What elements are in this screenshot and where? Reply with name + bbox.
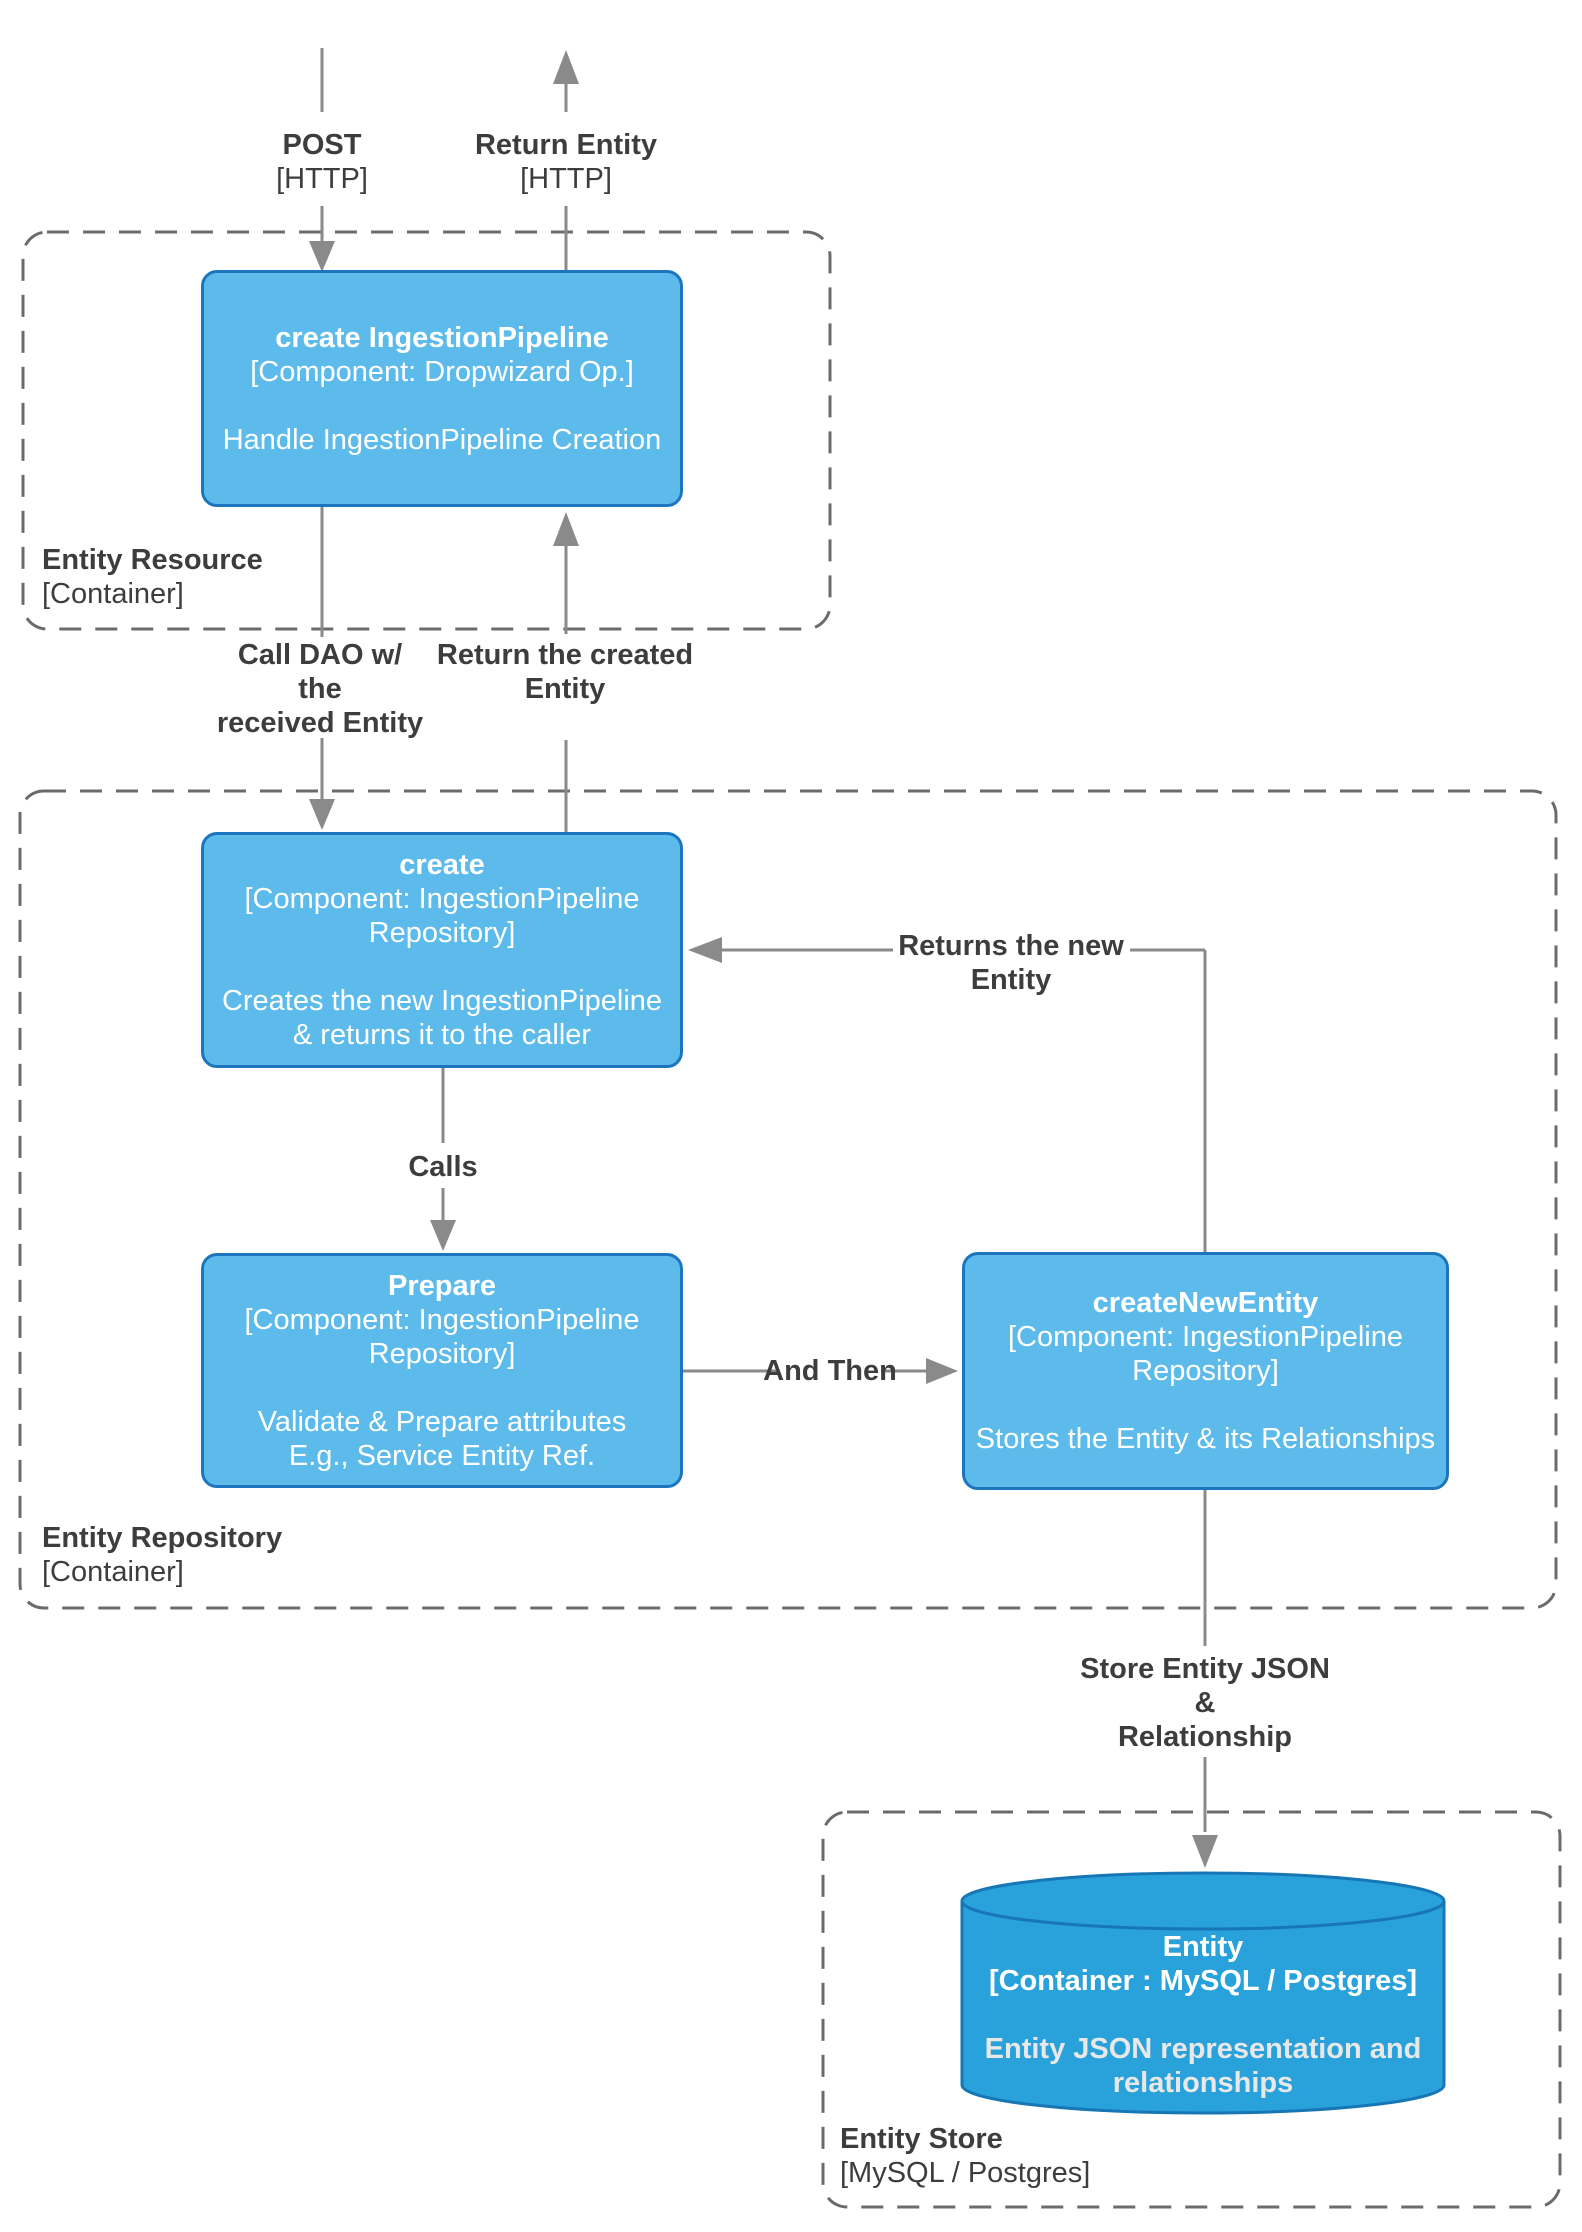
node-component: Repository] xyxy=(368,1337,516,1370)
db-description: Entity JSON representation and xyxy=(984,2033,1422,2065)
edge-label-calls: Calls xyxy=(408,1150,477,1184)
edge-return-entity-arrow xyxy=(553,50,579,270)
edge-calls-arrow xyxy=(430,1068,456,1251)
edge-post-arrow xyxy=(309,48,335,272)
db-container-type: [Container : MySQL / Postgres] xyxy=(988,1965,1418,1997)
edge-label-line: Relationship xyxy=(1117,1721,1292,1753)
db-description: relationships xyxy=(1112,2067,1294,2099)
container-title: Entity Resource xyxy=(42,544,263,576)
edge-label-call-dao: Call DAO w/ the received Entity xyxy=(217,638,423,740)
node-description: Handle IngestionPipeline Creation xyxy=(222,423,662,456)
edge-label-line: Store Entity JSON xyxy=(1080,1653,1330,1685)
entity-resource-container-label: Entity Resource [Container] xyxy=(42,543,263,611)
edge-label-returns-new: Returns the new Entity xyxy=(898,929,1124,997)
entity-repository-container-label: Entity Repository [Container] xyxy=(42,1521,282,1589)
edge-label-line: & xyxy=(1194,1687,1216,1719)
entity-database-cylinder xyxy=(960,1871,1446,2115)
edge-label-store-json: Store Entity JSON & Relationship xyxy=(1080,1652,1330,1754)
node-title: create xyxy=(399,849,485,881)
container-title: Entity Repository xyxy=(42,1522,283,1554)
node-component: Repository] xyxy=(368,917,516,949)
entity-database-text: Entity [Container : MySQL / Postgres] En… xyxy=(962,1915,1444,2115)
entity-store-container-label: Entity Store [MySQL / Postgres] xyxy=(840,2122,1090,2190)
edge-label-line: received Entity xyxy=(216,707,424,739)
node-description: Validate & Prepare attributes xyxy=(257,1405,627,1438)
db-title: Entity xyxy=(1162,1931,1244,1963)
edge-label-line: the xyxy=(298,673,342,705)
node-create-new-entity: createNewEntity [Component: IngestionPip… xyxy=(962,1252,1449,1490)
node-title: create IngestionPipeline xyxy=(275,321,609,354)
edge-label-line: Entity xyxy=(970,964,1052,996)
entity-repository-container-border xyxy=(18,789,1558,1610)
entity-resource-container-border xyxy=(21,230,832,631)
node-component: [Component: IngestionPipeline xyxy=(244,1303,640,1336)
edge-and-then-arrow xyxy=(683,1358,958,1384)
edge-returns-new-arrow xyxy=(688,937,1207,1252)
node-create-ingestion-pipeline: create IngestionPipeline [Component: Dro… xyxy=(201,270,683,507)
edge-label-line: And Then xyxy=(763,1355,897,1387)
container-title: Entity Store xyxy=(840,2123,1003,2155)
edge-label-return-entity: Return Entity [HTTP] xyxy=(475,128,657,196)
node-description: Creates the new IngestionPipeline xyxy=(221,985,663,1017)
edge-label-line: Call DAO w/ xyxy=(237,639,403,671)
node-component: Repository] xyxy=(1132,1355,1279,1387)
node-component: [Component: IngestionPipeline xyxy=(1008,1321,1403,1353)
container-type: [Container] xyxy=(42,1556,184,1588)
edge-label-line: Returns the new xyxy=(898,930,1124,962)
node-create: create [Component: IngestionPipeline Rep… xyxy=(201,832,683,1068)
edge-label-line: Return the created xyxy=(436,639,694,671)
edge-label-line: POST xyxy=(282,129,362,161)
edge-label-return-created: Return the created Entity xyxy=(437,638,693,706)
edge-label-and-then: And Then xyxy=(763,1354,897,1388)
container-type: [Container] xyxy=(42,578,184,610)
container-type: [MySQL / Postgres] xyxy=(840,2157,1091,2189)
node-description: Stores the Entity & its Relationships xyxy=(975,1423,1436,1455)
entity-store-container-border xyxy=(821,1810,1562,2209)
edge-return-created-arrow xyxy=(553,512,579,832)
node-prepare: Prepare [Component: IngestionPipeline Re… xyxy=(201,1253,683,1488)
node-component: [Component: Dropwizard Op.] xyxy=(250,355,634,388)
edge-call-dao-arrow xyxy=(309,507,335,830)
node-title: Prepare xyxy=(387,1269,496,1302)
edge-label-line: Entity xyxy=(524,673,606,705)
node-component: [Component: IngestionPipeline xyxy=(244,883,640,915)
edge-label-line: [HTTP] xyxy=(520,163,612,195)
edge-label-line: [HTTP] xyxy=(276,163,368,195)
node-title: createNewEntity xyxy=(1092,1287,1319,1319)
edge-label-line: Return Entity xyxy=(474,129,658,161)
node-description: & returns it to the caller xyxy=(292,1019,592,1051)
edge-label-line: Calls xyxy=(408,1151,478,1183)
edge-store-json-arrow xyxy=(1192,1490,1218,1868)
node-description: E.g., Service Entity Ref. xyxy=(288,1439,596,1472)
edge-label-post: POST [HTTP] xyxy=(276,128,368,196)
